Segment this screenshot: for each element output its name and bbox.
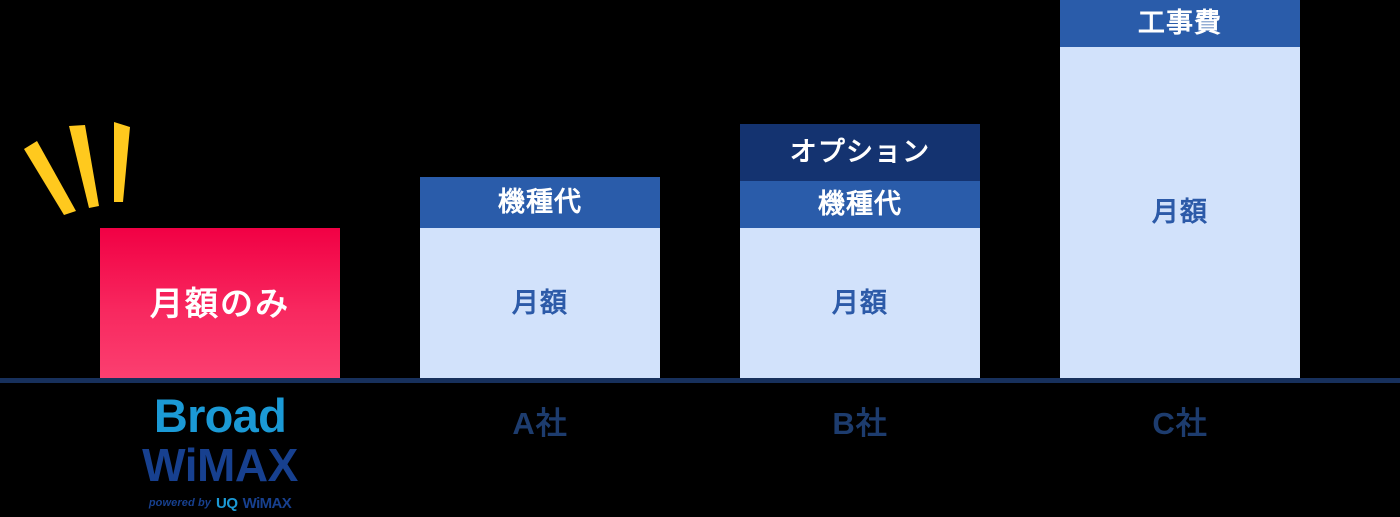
sparkle-rays-icon [24,122,130,215]
category-label-company-b: B社 [832,406,888,441]
bar-segment-construction-fee-c: 工事費 [1060,0,1300,47]
logo-text-uq-wimax: WiMAX [242,495,292,512]
logo-powered-by-row: powered by UQ WiMAX [100,496,340,511]
bar-column-company-a[interactable]: 機種代 月額 [420,177,660,378]
bar-segment-monthly-only: 月額のみ [100,228,340,378]
axis-baseline [0,378,1400,383]
bar-segment-option-fee-b: オプション [740,124,980,181]
bar-column-company-c[interactable]: 工事費 月額 [1060,0,1300,378]
logo-text-powered-by: powered by [148,497,212,509]
logo-text-wimax: WiMAX [142,439,298,491]
category-label-company-c: C社 [1152,406,1208,441]
bar-segment-device-fee-b: 機種代 [740,181,980,228]
bar-segment-monthly-fee-c: 月額 [1060,47,1300,378]
bar-column-broad-wimax[interactable]: 月額のみ [100,228,340,378]
broad-wimax-logo: Broad WiMAX powered by UQ WiMAX [100,392,340,511]
bar-column-company-b[interactable]: オプション 機種代 月額 [740,124,980,378]
bar-segment-device-fee-a: 機種代 [420,177,660,228]
logo-text-uq: UQ [216,495,238,512]
bar-segment-monthly-fee-a: 月額 [420,228,660,378]
logo-text-broad: Broad [153,389,287,442]
bar-segment-monthly-fee-b: 月額 [740,228,980,378]
category-label-company-a: A社 [512,406,568,441]
